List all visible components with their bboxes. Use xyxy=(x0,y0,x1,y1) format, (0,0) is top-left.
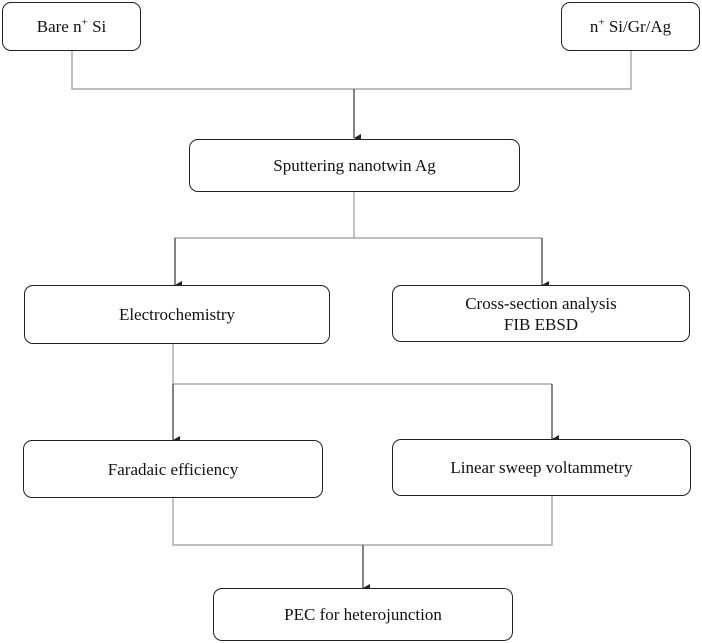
node-bare-si-label: Bare n+ Si xyxy=(37,16,107,37)
label-sup: + xyxy=(598,16,605,29)
node-sputtering-label: Sputtering nanotwin Ag xyxy=(273,156,436,175)
node-faradaic: Faradaic efficiency xyxy=(23,440,323,498)
label-tail: Si/Gr/Ag xyxy=(604,17,672,36)
node-pec-label: PEC for heterojunction xyxy=(284,605,442,624)
node-si-gr-ag: n+ Si/Gr/Ag xyxy=(561,2,700,51)
node-si-gr-ag-label: n+ Si/Gr/Ag xyxy=(590,16,671,37)
node-cross-section-line1: Cross-section analysis xyxy=(465,293,617,313)
node-bare-si: Bare n+ Si xyxy=(2,2,141,51)
node-faradaic-label: Faradaic efficiency xyxy=(107,459,239,479)
connector-top-merge xyxy=(71,51,632,90)
node-lsv-label: Linear sweep voltammetry xyxy=(450,458,633,477)
label-main: n xyxy=(589,17,599,36)
node-lsv: Linear sweep voltammetry xyxy=(392,439,691,496)
node-cross-section: Cross-section analysis FIB EBSD xyxy=(392,285,690,342)
label-main: Bare n xyxy=(36,17,82,36)
connector-bottom-merge xyxy=(172,496,553,546)
label-sup: + xyxy=(81,16,88,29)
label-tail: Si xyxy=(87,17,107,36)
node-electrochemistry-label: Electrochemistry xyxy=(118,305,236,324)
node-cross-section-line2: FIB EBSD xyxy=(503,314,579,334)
node-electrochemistry: Electrochemistry xyxy=(24,285,330,344)
node-pec: PEC for heterojunction xyxy=(213,588,513,641)
node-sputtering: Sputtering nanotwin Ag xyxy=(189,139,520,192)
